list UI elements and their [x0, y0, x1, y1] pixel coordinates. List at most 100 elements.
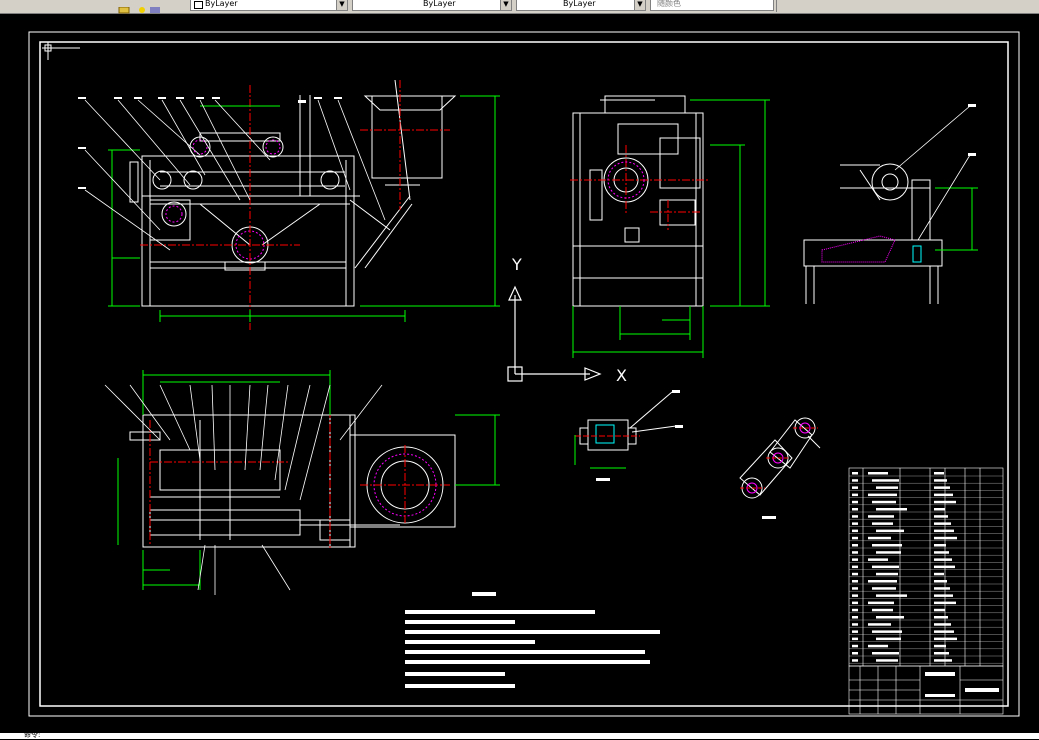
top-view: [104, 370, 500, 595]
bom-cell-text: [852, 558, 858, 561]
bom-cell-text: [876, 594, 907, 597]
bom-cell-text: [934, 558, 952, 561]
bom-cell-text: [852, 486, 858, 489]
bom-cell-text: [852, 580, 858, 583]
bom-cell-text: [934, 623, 951, 626]
linetype-combo[interactable]: ByLayer ▼: [190, 0, 348, 11]
bom-cell-text: [934, 536, 957, 540]
side-view: [570, 95, 770, 358]
outer-border: [28, 31, 1020, 717]
bom-cell-text: [852, 472, 858, 475]
bom-cell-text: [934, 652, 949, 655]
bom-cell-text: [852, 529, 858, 533]
bom-cell-text: [868, 580, 897, 583]
ucs-y-label: Y: [511, 255, 522, 274]
bom-cell-text: [934, 587, 950, 590]
bom-cell-text: [934, 544, 946, 547]
plotstyle-combo-value: ByLayer: [563, 0, 596, 8]
bom-cell-text: [852, 479, 858, 482]
bom-cell-text: [934, 637, 957, 641]
bom-cell-text: [852, 594, 858, 597]
bom-cell-text: [868, 601, 894, 605]
bom-cell-text: [872, 608, 893, 612]
drawing-canvas[interactable]: Y X: [0, 13, 1039, 735]
bom-cell-text: [876, 637, 901, 641]
parts-list-rows: [849, 472, 1003, 664]
lineweight-combo[interactable]: ByLayer ▼: [352, 0, 512, 11]
plotstyle-combo[interactable]: ByLayer ▼: [516, 0, 646, 11]
bom-cell-text: [868, 644, 888, 648]
chevron-down-icon[interactable]: ▼: [500, 0, 511, 10]
bom-cell-text: [934, 522, 951, 525]
bom-cell-text: [868, 472, 888, 475]
bom-cell-text: [934, 601, 956, 605]
toolbar-divider: [776, 0, 777, 12]
detail-view-tensioner: [803, 104, 978, 304]
bom-cell-text: [934, 500, 956, 504]
color-combo-value: 随颜色: [657, 0, 681, 8]
bom-cell-text: [876, 508, 907, 511]
bom-cell-text: [852, 616, 858, 619]
technical-notes: [405, 592, 660, 688]
bom-cell-text: [872, 479, 899, 482]
bom-cell-text: [934, 565, 955, 569]
bearing-detail: [574, 390, 683, 481]
bom-cell-text: [934, 659, 952, 662]
bom-cell-text: [934, 508, 945, 511]
inner-border: [39, 41, 1009, 707]
bom-cell-text: [852, 500, 858, 504]
front-view: [78, 79, 500, 330]
bom-cell-text: [852, 522, 858, 525]
bom-cell-text: [852, 551, 858, 554]
bom-cell-text: [868, 536, 891, 540]
chevron-down-icon[interactable]: ▼: [634, 0, 645, 10]
bom-cell-text: [852, 493, 858, 497]
bom-cell-text: [934, 529, 954, 533]
bom-cell-text: [934, 630, 954, 633]
bom-cell-text: [934, 551, 949, 554]
lineweight-combo-value: ByLayer: [423, 0, 456, 8]
bom-cell-text: [852, 644, 858, 648]
bom-cell-text: [934, 479, 947, 482]
bom-cell-text: [852, 637, 858, 641]
title-block-text: [925, 672, 999, 697]
bom-cell-text: [934, 515, 948, 518]
ucs-icon: [507, 285, 602, 382]
bom-cell-text: [876, 616, 904, 619]
bom-cell-text: [934, 472, 944, 475]
bom-cell-text: [852, 565, 858, 569]
bom-cell-text: [868, 623, 891, 626]
bom-cell-text: [852, 515, 858, 518]
bom-cell-text: [852, 544, 858, 547]
bom-cell-text: [876, 659, 898, 662]
color-swatch: [194, 1, 203, 9]
bom-cell-text: [868, 493, 897, 497]
bom-cell-text: [934, 493, 953, 497]
bom-cell-text: [934, 572, 944, 576]
bom-cell-text: [876, 551, 901, 554]
bom-cell-text: [872, 630, 902, 633]
bom-cell-text: [852, 572, 858, 576]
bom-cell-text: [934, 608, 945, 612]
bom-cell-text: [852, 508, 858, 511]
bom-cell-text: [872, 544, 902, 547]
chevron-down-icon[interactable]: ▼: [336, 0, 347, 10]
layer-state-icon[interactable]: [118, 0, 130, 14]
bom-cell-text: [934, 644, 946, 648]
bom-cell-text: [872, 587, 896, 590]
bom-cell-text: [876, 486, 898, 489]
bom-cell-text: [872, 500, 896, 504]
ucs-x-label: X: [616, 366, 627, 385]
bom-cell-text: [876, 529, 904, 533]
bom-cell-text: [934, 580, 947, 583]
bom-cell-text: [852, 630, 858, 633]
bom-cell-text: [868, 515, 894, 518]
command-line[interactable]: 命令:: [0, 731, 1039, 739]
bom-cell-text: [852, 601, 858, 605]
bom-cell-text: [876, 572, 898, 576]
layer-previous-icon[interactable]: [134, 0, 174, 13]
linetype-combo-value: ByLayer: [205, 0, 238, 8]
color-combo[interactable]: 随颜色: [650, 0, 774, 11]
bom-cell-text: [852, 652, 858, 655]
bom-cell-text: [872, 522, 893, 525]
